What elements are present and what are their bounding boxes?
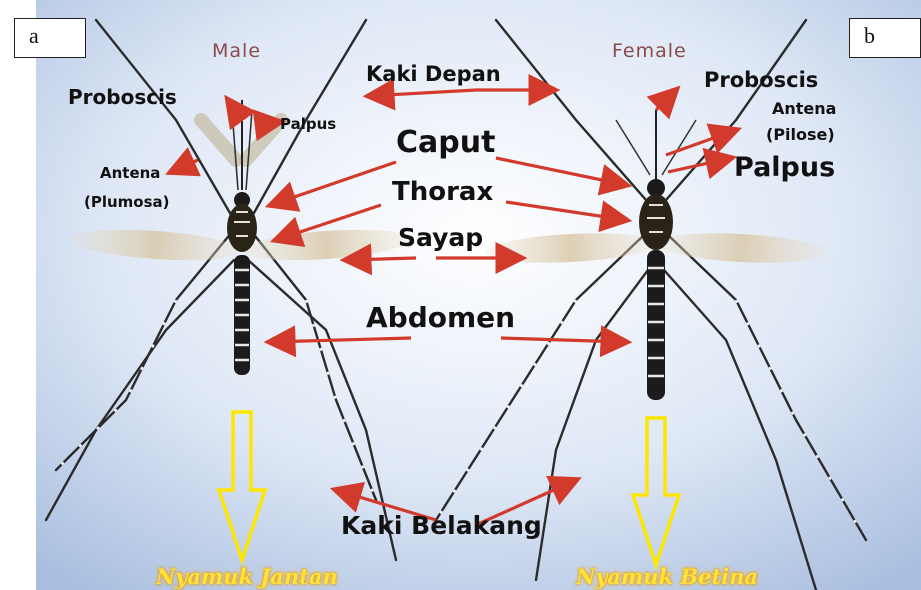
plumosa-label: (Plumosa) [84, 194, 170, 211]
antena-female-label: Antena [772, 100, 836, 118]
male-heading: Male [212, 40, 261, 62]
sayap-label: Sayap [398, 224, 483, 253]
pilose-label: (Pilose) [766, 126, 835, 144]
panel-tag-b: b [849, 18, 921, 58]
panel-tag-a: a [14, 18, 86, 58]
caput-label: Caput [396, 126, 495, 161]
antena-male-label: Antena [100, 165, 160, 182]
proboscis-male-label: Proboscis [68, 86, 177, 109]
illustration-panel: Male Female Kaki Depan Proboscis Palpus … [36, 0, 921, 590]
proboscis-female-label: Proboscis [704, 68, 818, 92]
palpus-male-label: Palpus [280, 116, 336, 133]
abdomen-label: Abdomen [366, 302, 515, 334]
kaki-depan-label: Kaki Depan [366, 62, 501, 86]
male-caption: Nyamuk Jantan [156, 564, 338, 589]
female-caption: Nyamuk Betina [576, 564, 758, 589]
female-heading: Female [612, 40, 687, 62]
kaki-belakang-label: Kaki Belakang [341, 512, 542, 541]
palpus-female-label: Palpus [734, 152, 835, 183]
thorax-label: Thorax [392, 178, 493, 208]
